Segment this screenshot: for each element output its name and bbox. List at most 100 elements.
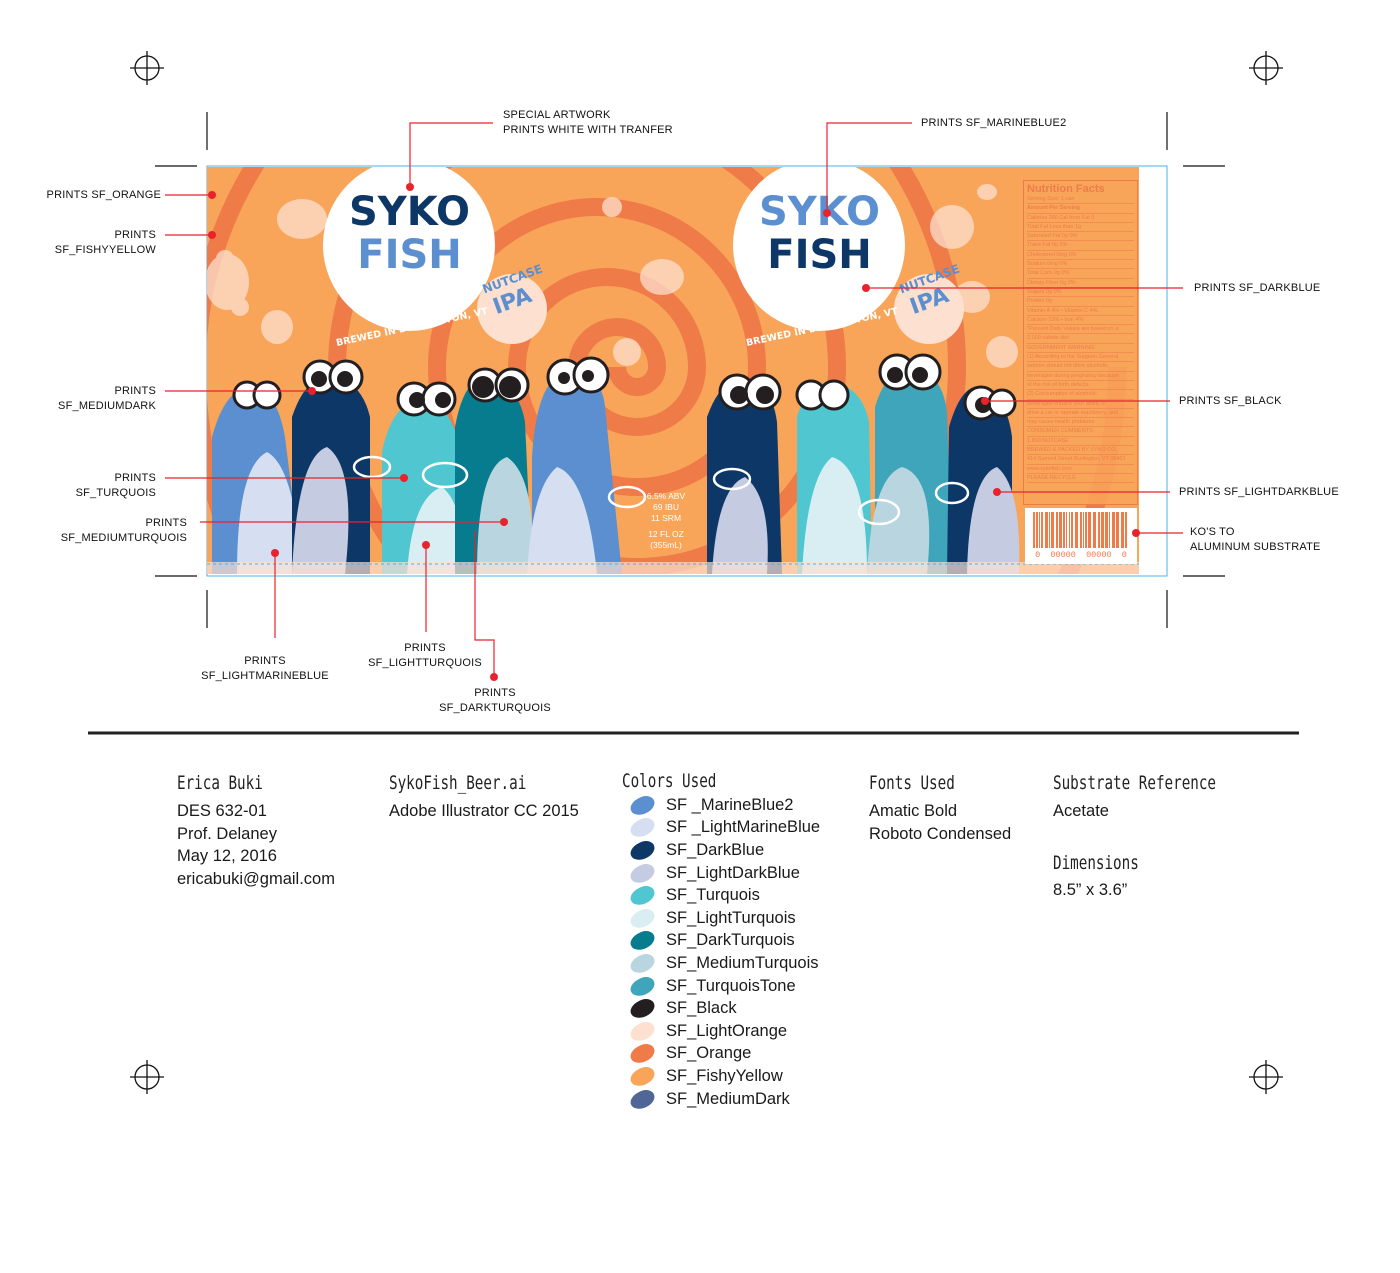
nutrition-serving: Serving Size: 1 can xyxy=(1027,195,1134,205)
volume-ml: (355mL) xyxy=(650,540,682,550)
fonts-details: Amatic Bold Roboto Condensed xyxy=(869,800,1011,845)
author-heading: Erica Buki xyxy=(177,772,263,794)
barcode: 0 00000 00000 0 xyxy=(1025,508,1137,564)
color-swatch-icon xyxy=(627,838,658,863)
software: Adobe Illustrator CC 2015 xyxy=(389,802,579,820)
font-primary: Amatic Bold xyxy=(869,802,958,820)
nutrition-line: (2) Consumption of alcoholic xyxy=(1027,390,1134,400)
callout-black: PRINTS SF_BLACK xyxy=(1179,395,1282,407)
date: May 12, 2016 xyxy=(177,847,277,865)
color-swatch-row: SF_DarkTurquois xyxy=(627,928,795,953)
trim-marks xyxy=(155,112,1225,628)
color-swatch-label: SF _LightMarineBlue xyxy=(666,818,821,837)
fish-group-left xyxy=(212,372,622,574)
callout-kos: KO'S TO ALUMINUM SUBSTRATE xyxy=(1190,525,1321,555)
color-swatch-label: SF_LightOrange xyxy=(666,1021,788,1040)
callout-fishyyellow: PRINTS SF_FISHYYELLOW xyxy=(30,228,156,258)
email: ericabuki@gmail.com xyxy=(177,869,335,888)
nutrition-line: 2,000 calorie diet xyxy=(1027,334,1134,344)
color-swatch-label: SF_Orange xyxy=(666,1044,752,1063)
can-info: 6.5% ABV 69 IBU 11 SRM 12 FL OZ (355mL) xyxy=(640,491,692,551)
nutrition-line: GOVERNMENT WARNING: xyxy=(1027,344,1134,354)
nutrition-line: Saturated Fat 0g 0% xyxy=(1027,232,1134,242)
callout-marineblue2: PRINTS SF_MARINEBLUE2 xyxy=(921,117,1067,129)
callout-lightmarineblue: PRINTS SF_LIGHTMARINEBLUE xyxy=(190,654,340,684)
color-swatch-row: SF_LightDarkBlue xyxy=(627,861,800,885)
dimensions-heading: Dimensions xyxy=(1053,852,1139,874)
callout-turquois-line1: PRINTS xyxy=(114,472,156,484)
color-swatch-row: SF _MarineBlue2 xyxy=(627,793,794,818)
nutrition-line: BREWED & PACKED BY SYKO CO. xyxy=(1027,446,1134,456)
color-swatch-icon xyxy=(627,793,658,818)
author-details: DES 632-01 Prof. Delaney May 12, 2016 er… xyxy=(177,800,335,890)
color-swatch-row: SF_LightOrange xyxy=(627,1019,788,1044)
label-background xyxy=(207,167,1139,574)
color-swatch-row: SF_MediumTurquois xyxy=(627,951,819,976)
callout-lightmarineblue-line2: SF_LIGHTMARINEBLUE xyxy=(201,670,329,682)
registration-mark-bottom-right xyxy=(1249,1060,1283,1094)
color-swatch-icon xyxy=(627,1087,658,1111)
fish-group-right xyxy=(707,367,1020,574)
color-swatch-row: SF_FishyYellow xyxy=(627,1064,783,1089)
nutrition-line: Protein 0g xyxy=(1027,297,1134,307)
color-swatch-row: SF_DarkBlue xyxy=(627,838,765,863)
color-swatch-icon xyxy=(627,974,658,998)
nutrition-amount: Amount Per Serving xyxy=(1027,204,1134,214)
brand-name-right-line1: SYKO xyxy=(759,189,880,235)
nutrition-line: beverages impairs your ability to xyxy=(1027,400,1134,409)
nutrition-line: *Percent Daily Values are based on a xyxy=(1027,325,1134,335)
color-swatch-label: SF_Black xyxy=(666,999,737,1018)
callout-lightturquois-line2: SF_LIGHTTURQUOIS xyxy=(368,657,482,669)
brand-name-left-line1: SYKO xyxy=(349,189,470,235)
brand-name-left-line2: FISH xyxy=(357,232,462,278)
callout-lightturquois-line1: PRINTS xyxy=(404,642,446,654)
nutrition-line: drive a car or operate machinery, and xyxy=(1027,409,1134,419)
nutrition-facts-panel: Nutrition Facts Serving Size: 1 can Amou… xyxy=(1023,180,1138,505)
dimensions-details: 8.5” x 3.6” xyxy=(1053,879,1127,902)
callout-turquois-line2: SF_TURQUOIS xyxy=(75,487,156,499)
callout-special-artwork-line2: PRINTS WHITE WITH TRANFER xyxy=(503,124,673,136)
nutrition-line: (1) According to the Surgeon General, xyxy=(1027,353,1134,363)
color-swatch-label: SF_TurquoisTone xyxy=(666,976,796,995)
logo-circle-left xyxy=(323,167,495,331)
nutrition-line: Calories 260 Cal from Fat 0 xyxy=(1027,214,1134,223)
color-swatch-label: SF _MarineBlue2 xyxy=(666,795,794,814)
color-swatch-icon xyxy=(627,951,658,976)
callout-darkturquois-line1: PRINTS xyxy=(474,687,516,699)
label-artwork: SYKO FISH BREWED IN BURLINGTON, VT NUTCA… xyxy=(207,167,1139,574)
callout-darkblue: PRINTS SF_DARKBLUE xyxy=(1194,282,1321,294)
srm: 11 SRM xyxy=(650,513,682,523)
style-circle-left xyxy=(477,274,547,344)
barcode-digits: 0 00000 00000 0 xyxy=(1035,550,1127,560)
nutrition-line: 414 Summit Street Burlington, VT 05401 xyxy=(1027,455,1134,465)
callout-fishyyellow-line2: SF_FISHYYELLOW xyxy=(54,244,156,256)
color-swatch-label: SF_LightDarkBlue xyxy=(666,863,800,882)
color-swatch-label: SF_FishyYellow xyxy=(666,1066,783,1085)
color-swatch-icon xyxy=(627,861,658,885)
color-swatch-icon xyxy=(627,906,658,931)
callout-lightmarineblue-line1: PRINTS xyxy=(244,655,286,667)
callout-kos-line2: ALUMINUM SUBSTRATE xyxy=(1190,541,1321,553)
nutrition-line: PLEASE RECYCLE xyxy=(1027,474,1134,484)
color-swatch-row: SF_TurquoisTone xyxy=(627,974,796,998)
callout-mediumturquois-line2: SF_MEDIUMTURQUOIS xyxy=(60,532,187,544)
substrate-details: Acetate xyxy=(1053,800,1109,823)
callout-special-artwork-line1: SPECIAL ARTWORK xyxy=(503,109,611,121)
callout-kos-line1: KO'S TO xyxy=(1190,526,1235,538)
file-heading: SykoFish_Beer.ai xyxy=(389,772,527,794)
nutrition-line: Vitamin A 4% • Vitamin C 4% xyxy=(1027,307,1134,316)
nutrition-line: www.sykofish.com xyxy=(1027,465,1134,474)
nutrition-line: Total Fat Less than 1g xyxy=(1027,223,1134,233)
callout-darkturquois-line2: SF_DARKTURQUOIS xyxy=(439,702,551,714)
callout-special-artwork: SPECIAL ARTWORK PRINTS WHITE WITH TRANFE… xyxy=(503,108,673,138)
color-swatch-row: SF_Orange xyxy=(627,1041,752,1066)
color-swatch-label: SF_MediumDark xyxy=(666,1089,790,1108)
registration-mark-bottom-left xyxy=(130,1060,164,1094)
color-swatch-label: SF_DarkBlue xyxy=(666,840,765,859)
substrate-value: Acetate xyxy=(1053,802,1109,820)
nutrition-line: Sodium 0mg 0% xyxy=(1027,260,1134,270)
nutrition-line: CONSUMER COMMENTS: xyxy=(1027,427,1134,437)
registration-mark-top-left xyxy=(130,51,164,85)
color-swatch-label: SF_LightTurquois xyxy=(666,908,796,927)
